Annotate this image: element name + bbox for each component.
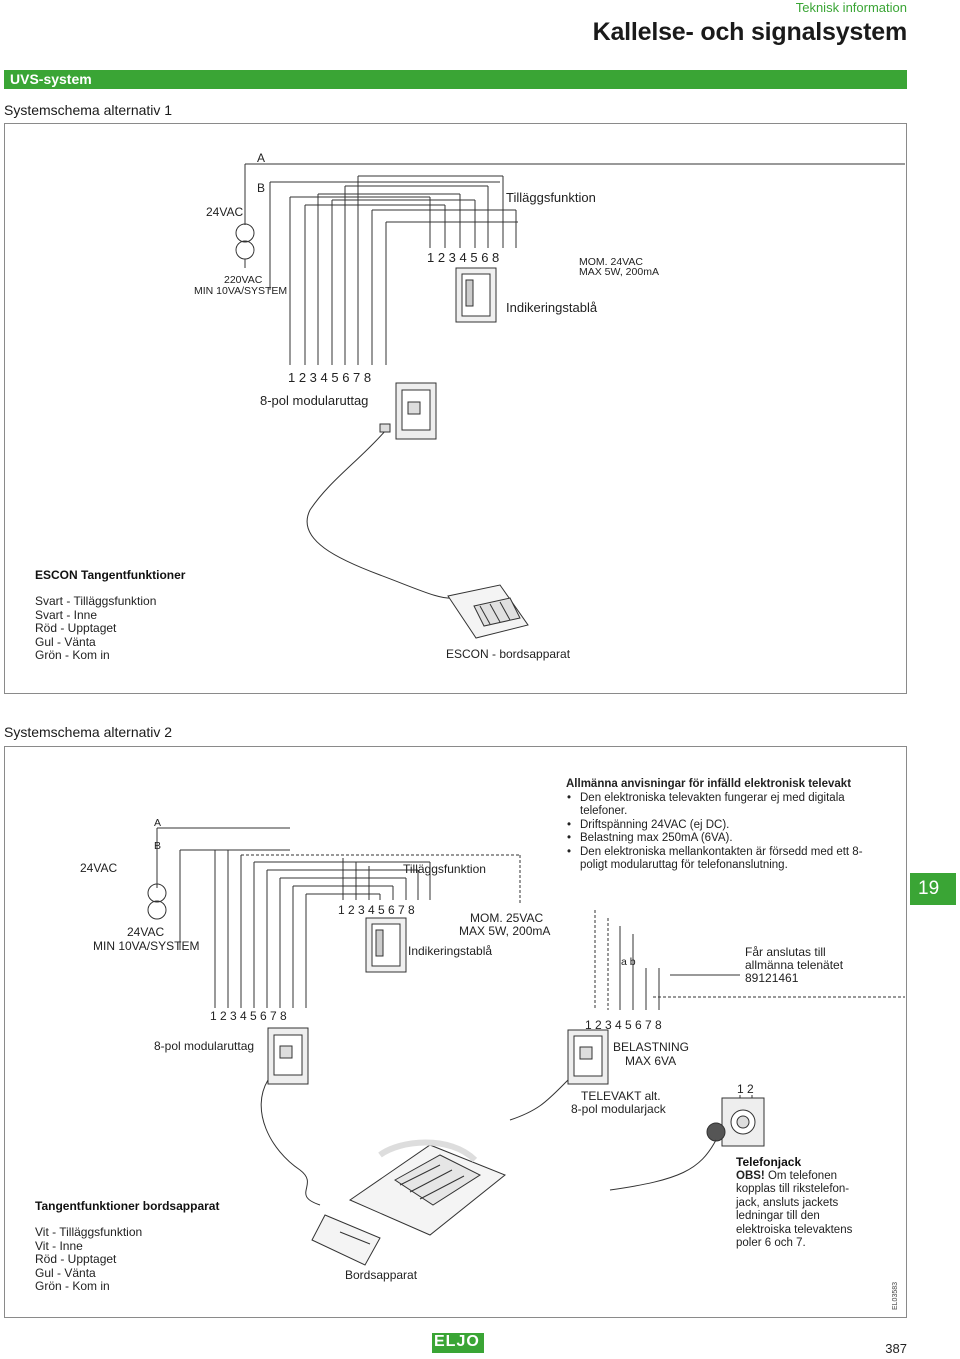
phone-jack-text: ledningar till den [736,1210,820,1222]
func-list: Svart - Tilläggsfunktion Svart - Inne Rö… [35,594,157,663]
transformer-label-2: MIN 10VA/SYSTEM [194,285,288,297]
section1-title: Systemschema alternativ 1 [4,102,173,118]
phone-jack-text: jack, ansluts jackets [736,1196,839,1209]
mom-label-2: MAX 5W, 200mA [459,924,551,938]
socket-label: 8-pol modularuttag [260,393,369,408]
section-band: UVS-system [4,70,907,89]
list-item: Grön - Kom in [35,1279,110,1293]
mom-label-1: MOM. 24VAC [579,256,643,268]
indicator-panel-label: Indikeringstablå [506,300,598,315]
socket-left-label: 8-pol modularuttag [154,1039,255,1053]
list-item: Belastning max 250mA (6VA). [567,832,886,846]
label-b: B [154,840,162,852]
list-item: Vit - Inne [35,1238,83,1253]
phone-jack-obs: OBS! [736,1169,765,1182]
func-list: Vit - Tilläggsfunktion Vit - Inne Röd - … [35,1225,143,1294]
phone-jack-text: poler 6 och 7. [736,1237,806,1249]
label-24vac: 24VAC [206,205,244,219]
label-24vac: 24VAC [80,861,118,875]
televakt-label-2: 8-pol modularjack [571,1102,666,1116]
phone-jack-text: kopplas till rikstelefon- [736,1183,850,1195]
list-item: Den elektroniska mellankontakten är förs… [567,846,886,873]
load-label-1: BELASTNING [613,1040,690,1054]
indicator-panel-label: Indikeringstablå [408,944,493,958]
section1-diagram-frame [4,123,907,694]
chapter-number: 19 [918,878,940,899]
list-item: Svart - Inne [35,607,98,622]
notes-list: Den elektroniska televakten fungerar ej … [566,792,886,873]
list-item: Svart - Tilläggsfunktion [35,594,157,608]
socket-pin-numbers: 1 2 3 4 5 6 7 8 [288,370,372,385]
phone-jack-text: elektroiska televaktens [736,1223,853,1236]
func-title: Tangentfunktioner bordsapparat [35,1199,220,1213]
transformer-label-1: 24VAC [127,925,165,939]
general-notes: Allmänna anvisningar för infälld elektro… [566,778,886,873]
mom-label-1: MOM. 25VAC [470,911,544,925]
label-a: A [154,817,162,829]
list-item: Driftspänning 24VAC (ej DC). [567,819,886,833]
func-title: ESCON Tangentfunktioner [35,568,186,582]
connect-label-2: allmänna telenätet [745,958,844,972]
phone-jack-note: Telefonjack OBS! Om telefonen kopplas ti… [736,1155,853,1251]
transformer-label-1: 220VAC [224,274,263,286]
list-item: Gul - Vänta [35,634,96,649]
list-item: Gul - Vänta [35,1265,96,1280]
notes-title: Allmänna anvisningar för infälld elektro… [566,778,852,790]
list-item: Den elektroniska televakten fungerar ej … [567,792,886,819]
page-title: Kallelse- och signalsystem [592,18,908,46]
mom-label-2: MAX 5W, 200mA [579,266,659,278]
list-item: Röd - Upptaget [35,1252,117,1266]
jack-pin-numbers: 1 2 [737,1082,754,1096]
label-extra-function: Tilläggsfunktion [403,862,486,876]
connect-label-3: 89121461 [745,971,799,985]
connect-label-1: Får anslutas till [745,945,826,959]
header-category: Teknisk information [795,0,907,15]
label-b: B [257,181,266,195]
section-band-label: UVS-system [10,71,92,87]
phone-jack-text: Om telefonen [764,1169,837,1182]
socket-right-pin-numbers: 1 2 3 4 5 6 7 8 [585,1018,662,1032]
label-a: A [257,151,266,165]
ab-label: a b [621,956,636,968]
page-number: 387 [885,1341,907,1356]
eljo-logo: ELJO [432,1333,484,1353]
transformer-label-2: MIN 10VA/SYSTEM [93,939,200,953]
section2-diagram-frame [4,746,907,1318]
logo-text: ELJO [434,1333,480,1350]
list-item: Röd - Upptaget [35,621,117,635]
load-label-2: MAX 6VA [625,1054,677,1068]
socket-left-pin-numbers: 1 2 3 4 5 6 7 8 [210,1009,287,1023]
label-extra-function: Tilläggsfunktion [506,190,596,205]
televakt-label-1: TELEVAKT alt. [581,1089,661,1103]
list-item: Vit - Tilläggsfunktion [35,1225,143,1239]
section2-title: Systemschema alternativ 2 [4,724,173,740]
list-item: Grön - Kom in [35,648,110,662]
device-label: ESCON - bordsapparat [446,647,571,661]
panel-pin-numbers: 1 2 3 4 5 6 8 [427,250,500,265]
chapter-tab: 19 [910,873,956,905]
device-label: Bordsapparat [345,1268,418,1282]
panel-pin-numbers: 1 2 3 4 5 6 7 8 [338,903,415,917]
phone-jack-title: Telefonjack [736,1155,802,1169]
document-id: EL03583 [892,1281,899,1310]
